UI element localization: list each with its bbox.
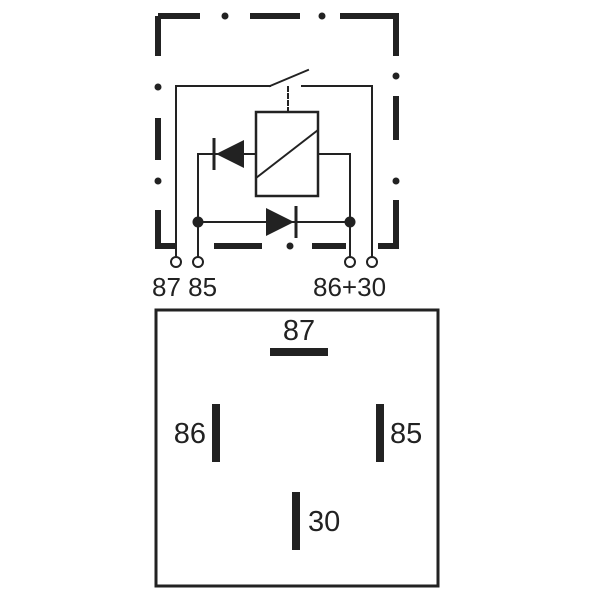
pin-terminals — [170, 256, 378, 268]
terminal-86-blade — [212, 404, 220, 462]
diode-lower — [266, 206, 298, 238]
pin-labels-left: 87 85 — [152, 272, 217, 302]
diode-upper — [212, 138, 244, 170]
terminal-85-blade — [376, 404, 384, 462]
internal-wiring — [175, 68, 373, 257]
junction-node-86 — [344, 216, 356, 228]
pin-30-terminal — [366, 256, 378, 268]
footprint-outline — [154, 308, 440, 588]
relay-schematic: 87 85 86+30 — [152, 12, 400, 302]
housing-dots — [154, 12, 400, 250]
terminal-87-label: 87 — [283, 315, 315, 347]
terminal-86-label: 86 — [174, 418, 206, 450]
relay-footprint: 87 86 85 30 — [154, 308, 440, 588]
terminal-85-label: 85 — [390, 418, 422, 450]
coil-symbol — [254, 110, 320, 198]
pin-86-terminal — [344, 256, 356, 268]
terminal-30-label: 30 — [308, 506, 340, 538]
terminal-87-blade — [270, 348, 328, 356]
housing-outline — [155, 13, 399, 249]
terminal-30-blade — [292, 492, 300, 550]
pin-87-terminal — [170, 256, 182, 268]
pin-labels-right: 86+30 — [313, 272, 386, 302]
pin-85-terminal — [192, 256, 204, 268]
junction-node-85 — [192, 216, 204, 228]
